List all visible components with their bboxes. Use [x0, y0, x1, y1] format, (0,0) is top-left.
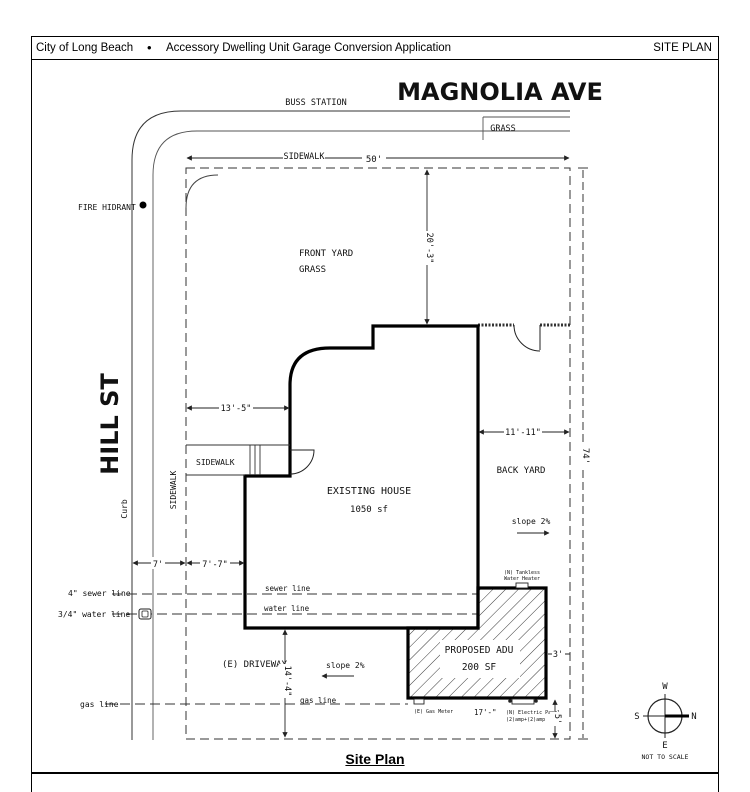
compass-left-label: S — [634, 712, 639, 722]
dim-curb-7-text: 7' — [153, 560, 163, 570]
house-door-swing — [289, 449, 315, 475]
dim-side-13-5-bg — [219, 402, 253, 414]
panel-dot-left — [508, 699, 512, 703]
dim-bottom-5-text: 5' — [552, 714, 562, 724]
street-hill: HILL ST — [96, 373, 124, 475]
dim-side-13-5-text: 13'-5" — [221, 404, 252, 414]
dim-front-setback-text: 20'-3" — [424, 233, 434, 264]
sewer-line-left-label: 4" sewer line — [68, 589, 131, 598]
lower-frame — [31, 773, 719, 792]
compass-right-label: N — [691, 712, 696, 722]
property-line — [185, 167, 571, 740]
back-slope-label: slope 2% — [512, 517, 551, 526]
site-plan-caption: Site Plan — [345, 751, 405, 767]
dim-lot-width-bg — [362, 152, 386, 164]
drive-slope-label: slope 2% — [326, 661, 365, 670]
dim-bottom-17-text: 17'-" — [474, 708, 497, 717]
header-bar: City of Long Beach • Accessory Dwelling … — [31, 36, 719, 60]
electric-panel-icon — [511, 698, 535, 705]
dim-adu-side-text: 3' — [553, 650, 563, 660]
dim-back-11-11-bg — [504, 426, 542, 438]
existing-house-outline — [243, 324, 480, 630]
water-line-label: water line — [264, 604, 310, 613]
water-meter-icon — [138, 608, 152, 620]
water-meter-inner — [141, 610, 149, 618]
street-magnolia: MAGNOLIA AVE — [397, 78, 603, 106]
dim-lot-width-text: 50' — [366, 155, 382, 165]
compass-top-label: W — [662, 682, 668, 692]
water-heater-label-1: (N) Tankless — [504, 570, 540, 576]
dim-back-11-11-text: 11'-11" — [505, 428, 541, 438]
back-yard-label: BACK YARD — [497, 466, 546, 476]
existing-house-area: 1050 sf — [350, 505, 388, 515]
gas-meter-label: (E) Gas Meter — [414, 709, 453, 715]
adu-label-bg — [440, 640, 520, 678]
existing-house-label: EXISTING HOUSE — [327, 486, 411, 497]
water-line-left-label: 3/4" water line — [58, 610, 130, 619]
header-separator: • — [147, 40, 152, 55]
front-yard-label: FRONT YARD — [299, 249, 353, 259]
fire-hydrant-icon — [139, 201, 147, 209]
sidewalk-line — [152, 130, 570, 740]
dim-driveway-text: 14'-4" — [282, 666, 292, 697]
compass-rose: W S N E NOT TO SCALE — [634, 682, 696, 761]
proposed-adu-area: 200 SF — [462, 662, 497, 673]
front-walk-curve — [185, 174, 219, 209]
electric-panel-label-2: (2)amp+(2)amp — [506, 717, 545, 723]
sewer-line-label: sewer line — [265, 584, 311, 593]
curb-label: Curb — [120, 499, 129, 518]
sidewalk-side-label: SIDEWALK — [196, 458, 235, 467]
fire-hydrant-label: FIRE HIDRANT — [78, 203, 136, 212]
buss-station-label: BUSS STATION — [285, 98, 346, 108]
gas-line-label: gas line — [300, 696, 337, 705]
compass-bottom-label: E — [662, 741, 667, 751]
header-org: City of Long Beach — [36, 42, 134, 54]
dim-lot-depth-bg — [577, 446, 589, 466]
dim-curb-7-bg — [151, 557, 165, 569]
grass-strip-label: GRASS — [490, 124, 516, 134]
proposed-adu-label: PROPOSED ADU — [445, 645, 514, 656]
dim-adu-side-bg — [552, 648, 565, 660]
header-application: Accessory Dwelling Unit Garage Conversio… — [166, 42, 452, 54]
sidewalk-vertical-label: SIDEWALK — [169, 471, 178, 510]
proposed-adu-outline — [406, 586, 548, 700]
gas-line-left-label: gas line — [80, 700, 119, 709]
drawing-frame — [31, 60, 719, 773]
dim-front-setback-bg — [420, 231, 434, 265]
electric-panel-label-1: (N) Electric Panel — [506, 710, 560, 716]
dim-lot-depth-text: 74' — [580, 448, 590, 464]
dim-bottom-5-bg — [550, 712, 561, 726]
sidewalk-top-label: SIDEWALK — [284, 152, 326, 162]
gate-swing — [513, 324, 541, 352]
dim-walk-7-7-bg — [200, 557, 230, 569]
gas-meter-icon — [413, 698, 425, 705]
dim-driveway-bg — [279, 664, 291, 698]
driveway-label: (E) DRIVEWAY — [222, 660, 288, 670]
water-heater-label-2: Water Heater — [504, 576, 540, 582]
caption-rule — [31, 773, 719, 774]
water-heater-icon — [515, 582, 529, 589]
not-to-scale-label: NOT TO SCALE — [642, 753, 689, 761]
curb-line — [131, 110, 570, 740]
dim-walk-7-7-text: 7'-7" — [202, 560, 228, 570]
sidewalk-top-bg — [283, 151, 325, 161]
front-yard-grass-label: GRASS — [299, 265, 326, 275]
header-section: SITE PLAN — [653, 42, 712, 54]
panel-dot-right — [534, 699, 538, 703]
